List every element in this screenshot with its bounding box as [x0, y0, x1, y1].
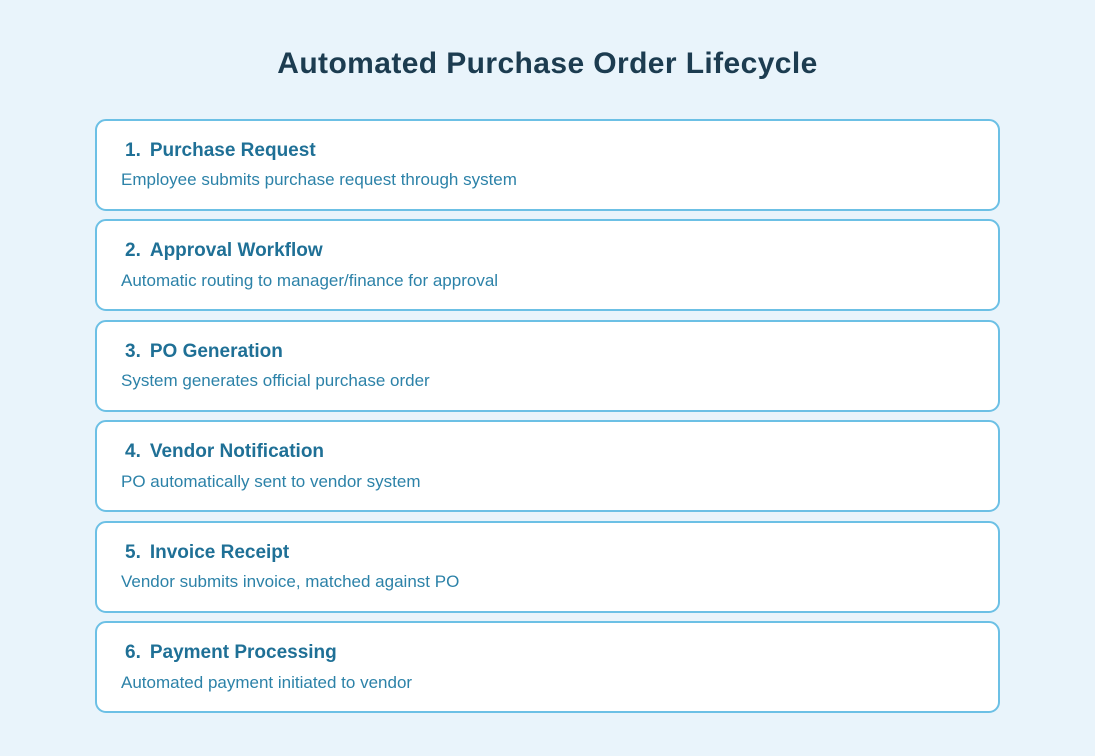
step-title: Vendor Notification	[149, 441, 325, 462]
step-number: 6.	[125, 642, 141, 663]
step-title: Payment Processing	[149, 642, 337, 663]
step-description: PO automatically sent to vendor system	[121, 471, 421, 491]
steps-list: 1. Purchase Request Employee submits pur…	[95, 118, 1000, 713]
step-heading: 5. Invoice Receipt	[125, 542, 974, 565]
step-heading: 4. Vendor Notification	[125, 441, 974, 464]
step-number: 2.	[125, 240, 141, 261]
step-card: 2. Approval Workflow Automatic routing t…	[95, 219, 1000, 311]
page-title: Automated Purchase Order Lifecycle	[277, 47, 818, 80]
step-description: Employee submits purchase request throug…	[121, 170, 517, 190]
step-description: Automated payment initiated to vendor	[121, 672, 413, 692]
step-heading: 3. PO Generation	[125, 341, 974, 364]
step-number: 1.	[125, 139, 141, 161]
step-card: 3. PO Generation System generates offici…	[95, 319, 1000, 412]
step-heading: 2. Approval Workflow	[125, 240, 974, 263]
po-lifecycle-page: Automated Purchase Order Lifecycle 1. Pu…	[95, 47, 1000, 713]
step-card: 5. Invoice Receipt Vendor submits invoic…	[95, 520, 1000, 613]
step-heading: 6. Payment Processing	[125, 642, 974, 665]
step-number: 4.	[125, 441, 141, 462]
step-description: Vendor submits invoice, matched against …	[121, 572, 460, 592]
step-description: System generates official purchase order	[121, 371, 430, 391]
step-description: Automatic routing to manager/finance for…	[121, 270, 499, 290]
step-card: 1. Purchase Request Employee submits pur…	[95, 118, 1000, 211]
step-title: PO Generation	[149, 340, 283, 362]
step-title: Invoice Receipt	[149, 541, 290, 563]
step-title: Approval Workflow	[149, 240, 323, 261]
step-card: 4. Vendor Notification PO automatically …	[95, 420, 1000, 512]
step-number: 3.	[125, 340, 141, 362]
step-number: 5.	[125, 541, 141, 563]
step-title: Purchase Request	[149, 139, 316, 161]
step-heading: 1. Purchase Request	[125, 140, 974, 163]
step-card: 6. Payment Processing Automated payment …	[95, 621, 1000, 713]
